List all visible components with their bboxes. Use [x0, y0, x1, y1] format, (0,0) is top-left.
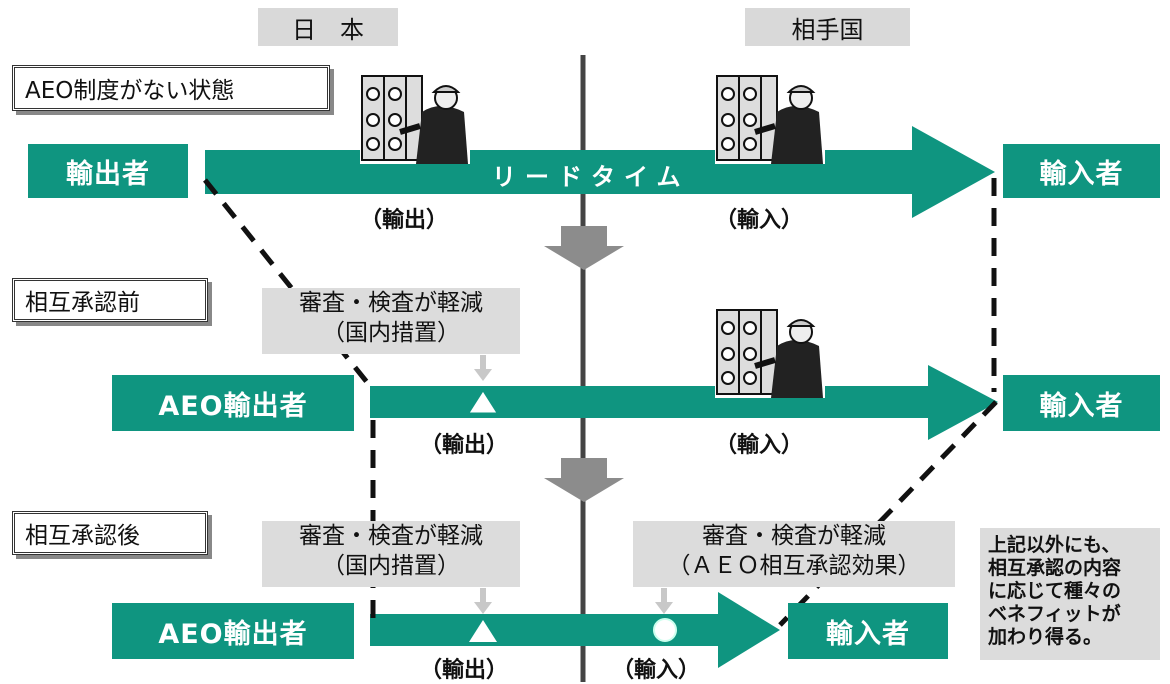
importer-box-row2: 輸入者	[1003, 375, 1160, 431]
note-line: 審査・検査が軽減	[702, 523, 886, 549]
column-header-japan: 日 本	[258, 8, 398, 46]
circle-mark-icon	[653, 618, 677, 642]
column-header-partner: 相手国	[745, 8, 910, 46]
caption-export-row2: （輸出）	[420, 433, 509, 458]
dashed-line-left-row1	[203, 178, 372, 388]
stage-label-no-aeo: AEO制度がない状態	[12, 65, 330, 111]
note-line: （国内措置）	[322, 320, 460, 346]
side-note-line: ベネフィットが	[988, 603, 1121, 625]
flow-arrow-row2	[370, 365, 998, 440]
note-domestic-row2: 審査・検査が軽減 （国内措置）	[262, 288, 520, 354]
note-line: 審査・検査が軽減	[299, 290, 483, 316]
flow-arrow-row3	[370, 592, 780, 668]
inspector-clipart-icon	[360, 72, 470, 164]
lead-time-label: リードタイム	[492, 163, 690, 191]
side-note-line: に応じて種々の	[988, 580, 1122, 602]
dashed-line-right-row2	[778, 400, 998, 627]
inspector-clipart-icon	[715, 72, 825, 164]
side-note-line: 加わり得る。	[988, 626, 1103, 648]
side-note: 上記以外にも、 相互承認の内容 に応じて種々の ベネフィットが 加わり得る。	[980, 528, 1160, 660]
importer-box-row1: 輸入者	[1003, 144, 1160, 198]
stage-label-before: 相互承認前	[12, 278, 208, 322]
stage-label-after: 相互承認後	[12, 511, 208, 555]
lead-time-arrow-row1	[205, 126, 995, 218]
exporter-box-row1: 輸出者	[28, 144, 188, 198]
note-line: （国内措置）	[322, 553, 460, 579]
caption-export-row3: （輸出）	[420, 658, 509, 683]
note-line: （ＡＥＯ相互承認効果）	[667, 553, 921, 579]
transition-arrow-1	[544, 226, 624, 270]
caption-import-row2: （輸入）	[715, 433, 804, 458]
aeo-exporter-box-row2: AEO輸出者	[112, 375, 354, 431]
triangle-mark-icon	[469, 620, 497, 642]
note-line: 審査・検査が軽減	[299, 523, 483, 549]
side-note-line: 上記以外にも、	[988, 534, 1121, 556]
side-note-line: 相互承認の内容	[988, 557, 1122, 579]
note-domestic-row3: 審査・検査が軽減 （国内措置）	[262, 521, 520, 587]
note-pointer-arrows	[474, 355, 673, 614]
importer-box-row3: 輸入者	[788, 603, 948, 659]
triangle-mark-icon	[468, 390, 498, 414]
inspector-clipart-icon	[715, 306, 825, 398]
caption-import-row3: （輸入）	[612, 658, 701, 683]
note-mutual-row3: 審査・検査が軽減 （ＡＥＯ相互承認効果）	[633, 521, 955, 587]
caption-import-row1: （輸入）	[715, 208, 804, 233]
transition-arrow-2	[544, 458, 624, 502]
aeo-exporter-box-row3: AEO輸出者	[112, 603, 354, 659]
caption-export-row1: （輸出）	[360, 208, 449, 233]
